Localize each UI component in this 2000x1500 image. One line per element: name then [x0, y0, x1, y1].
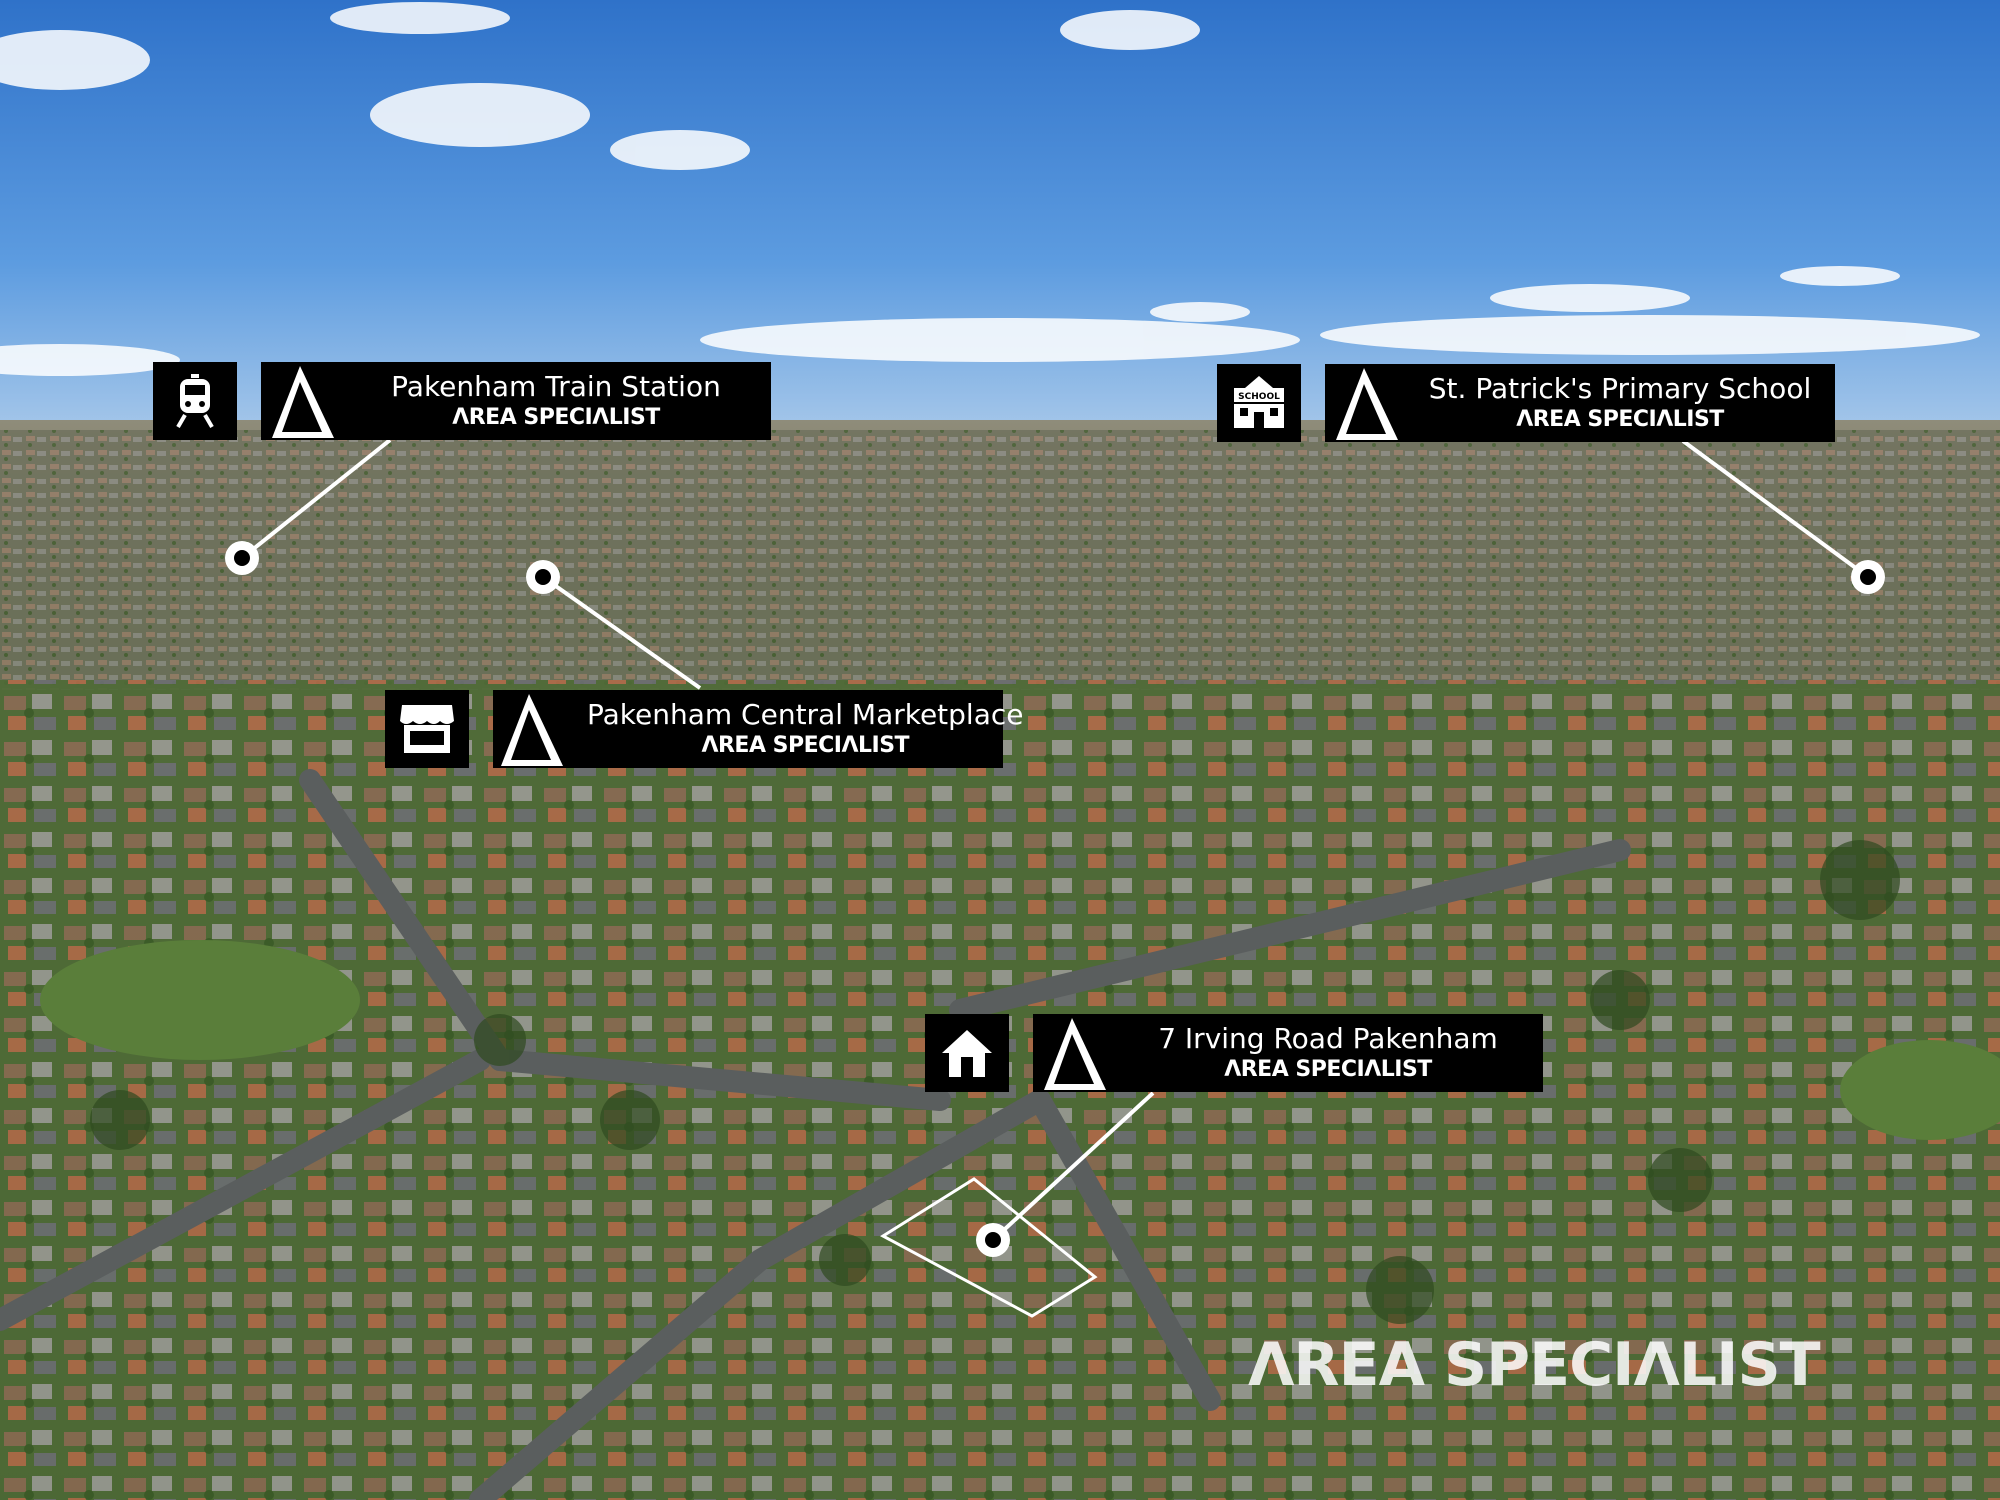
property-boundary — [880, 1177, 1098, 1318]
house-icon — [925, 1014, 1009, 1092]
callout-label: 7 Irving Road Pakenham ΛREA SPECIΛLIST — [1033, 1014, 1543, 1092]
brand-logo-icon — [493, 690, 567, 768]
callout-school: SCHOOL St. Patrick's Primary School ΛREA… — [1217, 364, 1835, 442]
brand-logo-icon — [261, 362, 341, 440]
brand-watermark: ΛREA SPECIΛLIST — [1248, 1330, 1821, 1400]
location-markers — [225, 541, 1885, 1257]
callout-property: 7 Irving Road Pakenham ΛREA SPECIΛLIST — [925, 1014, 1543, 1092]
callout-label: Pakenham Train Station ΛREA SPECIΛLIST — [261, 362, 771, 440]
school-icon-text: SCHOOL — [1238, 392, 1280, 402]
callout-label: Pakenham Central Marketplace ΛREA SPECIΛ… — [493, 690, 1024, 768]
brand-logo-icon — [1033, 1014, 1113, 1092]
callout-subtitle: ΛREA SPECIΛLIST — [1224, 1057, 1432, 1082]
callout-subtitle: ΛREA SPECIΛLIST — [701, 733, 910, 758]
callout-subtitle: ΛREA SPECIΛLIST — [452, 405, 660, 430]
callout-label: St. Patrick's Primary School ΛREA SPECIΛ… — [1325, 364, 1835, 442]
shop-icon — [385, 690, 469, 768]
school-icon: SCHOOL — [1217, 364, 1301, 442]
callout-title: St. Patrick's Primary School — [1428, 372, 1812, 405]
callout-marketplace: Pakenham Central Marketplace ΛREA SPECIΛ… — [385, 690, 1024, 768]
callout-title: Pakenham Central Marketplace — [587, 698, 1024, 731]
train-icon — [153, 362, 237, 440]
callout-title: Pakenham Train Station — [391, 370, 721, 403]
brand-logo-icon — [1325, 364, 1405, 442]
callout-subtitle: ΛREA SPECIΛLIST — [1516, 407, 1724, 432]
callout-title: 7 Irving Road Pakenham — [1158, 1022, 1498, 1055]
callout-train-station: Pakenham Train Station ΛREA SPECIΛLIST — [153, 362, 771, 440]
